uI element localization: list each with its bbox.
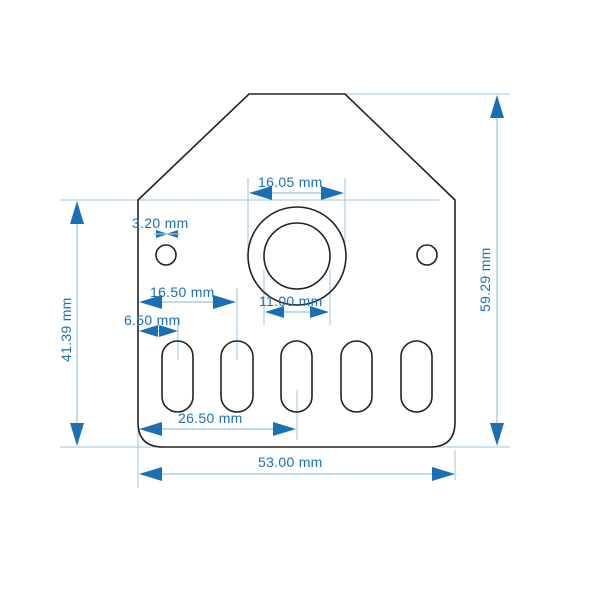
label-bore-outer: 16.05 mm [258, 174, 323, 190]
dimension-lines [70, 95, 504, 481]
slot-5 [400, 340, 433, 413]
label-slot3-offset: 26.50 mm [178, 410, 243, 426]
label-slot2-offset: 16.50 mm [150, 284, 215, 300]
dimension-labels: 16.05 mm 3.20 mm 16.50 mm 11.00 mm 6.50 … [58, 174, 493, 470]
bracket-plate [137, 93, 456, 448]
mount-hole-right [416, 244, 438, 266]
slot-2 [220, 340, 254, 413]
label-small-hole: 3.20 mm [132, 215, 189, 231]
mount-hole-left [155, 244, 177, 266]
label-overall-height: 59.29 mm [477, 247, 493, 312]
slot-3 [280, 340, 313, 413]
slot-1 [161, 340, 194, 413]
label-slot-width: 6.50 mm [124, 312, 181, 328]
center-bore-inner [263, 222, 331, 290]
center-bore-outer [247, 206, 347, 306]
label-bore-inner: 11.00 mm [259, 293, 323, 309]
slot-4 [340, 340, 373, 413]
plate-outline [137, 93, 456, 448]
label-side-height: 41.39 mm [58, 297, 74, 362]
label-overall-width: 53.00 mm [258, 454, 323, 470]
